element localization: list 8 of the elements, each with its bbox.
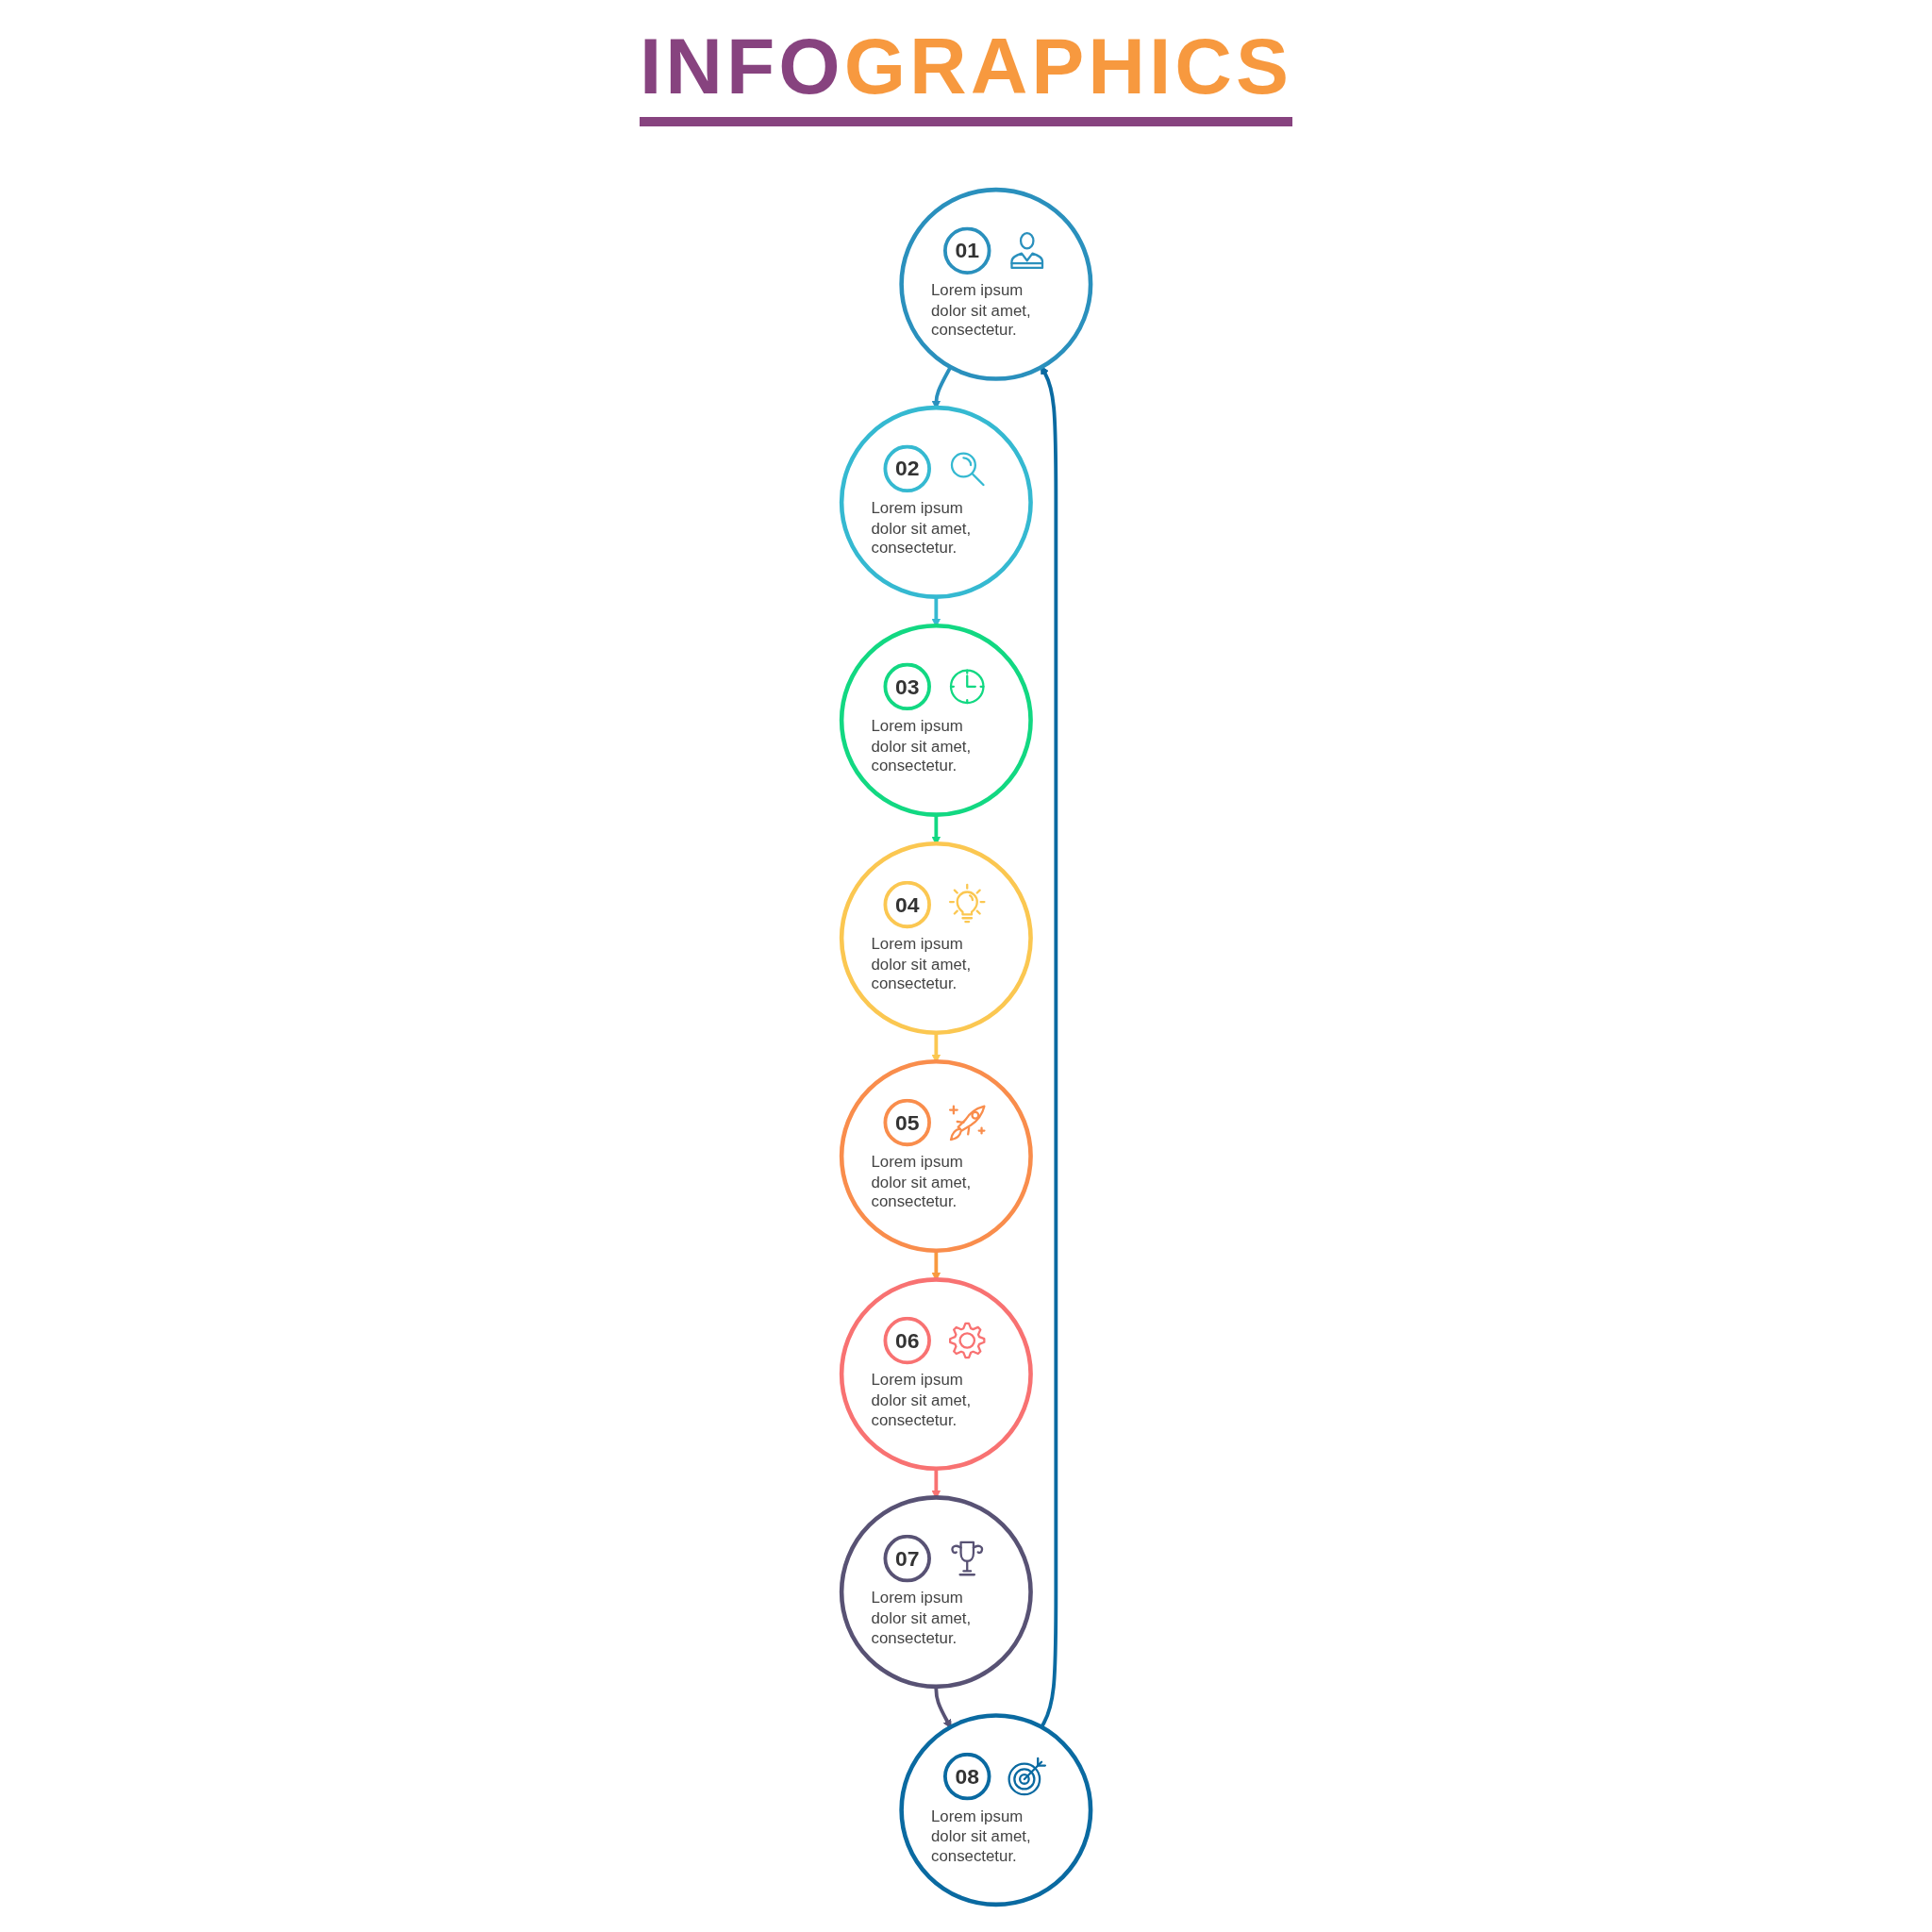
node-circle: 03 Lorem ipsum dolor sit amet, consectetur. <box>839 623 1033 817</box>
node-circle: 02 Lorem ipsum dolor sit amet, consectetur. <box>839 405 1033 599</box>
node-circle: 07 Lorem ipsum dolor sit amet, consectetur. <box>839 1495 1033 1690</box>
node-circle: 01 Lorem ipsum dolor sit amet, consectetur. <box>899 187 1093 381</box>
node-circle: 06 Lorem ipsum dolor sit amet, consectetur. <box>839 1277 1033 1472</box>
node-circle: 08 Lorem ipsum dolor sit amet, consectetur. <box>899 1713 1093 1907</box>
node-circle: 04 Lorem ipsum dolor sit amet, consectetur. <box>839 841 1033 1035</box>
node-circle: 05 Lorem ipsum dolor sit amet, consectetur. <box>839 1059 1033 1254</box>
